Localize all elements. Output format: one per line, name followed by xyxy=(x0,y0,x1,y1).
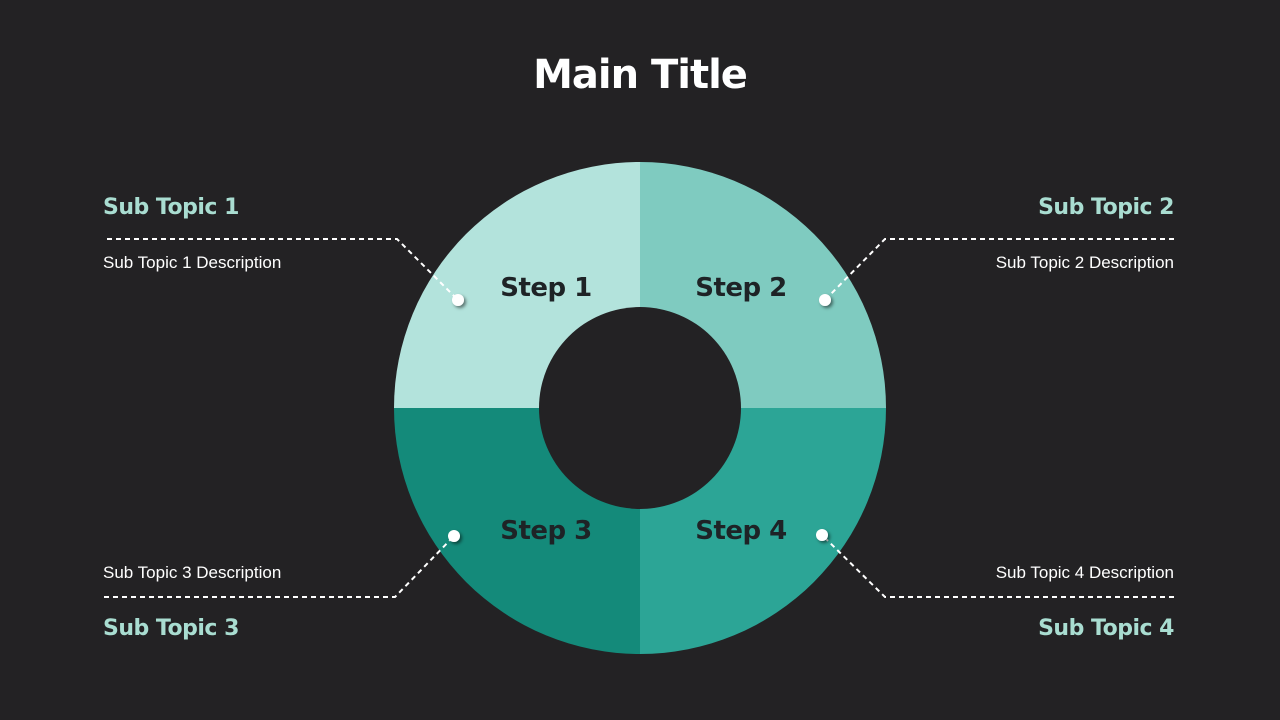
connector-dot-4 xyxy=(816,529,828,541)
sub-topic-4-title: Sub Topic 4 xyxy=(1038,616,1174,641)
donut-hole xyxy=(539,307,741,509)
sub-topic-3-title: Sub Topic 3 xyxy=(103,616,239,641)
sub-topic-2-title: Sub Topic 2 xyxy=(1038,195,1174,220)
sub-topic-2-description: Sub Topic 2 Description xyxy=(995,253,1174,272)
connector-line-4 xyxy=(821,534,1174,598)
connector-line-3 xyxy=(104,535,455,598)
connector-line-2 xyxy=(824,238,1174,301)
connector-dot-2 xyxy=(819,294,831,306)
sub-topic-3-description: Sub Topic 3 Description xyxy=(103,563,282,582)
connector-dot-3 xyxy=(448,530,460,542)
main-title: Main Title xyxy=(533,52,748,98)
connector-line-1 xyxy=(107,238,459,301)
connector-dot-1 xyxy=(452,294,464,306)
sub-topic-1-description: Sub Topic 1 Description xyxy=(103,253,282,272)
step-1-label: Step 1 xyxy=(500,273,592,303)
step-4-label: Step 4 xyxy=(695,516,787,546)
sub-topic-4-description: Sub Topic 4 Description xyxy=(995,563,1174,582)
step-2-label: Step 2 xyxy=(695,273,787,303)
step-3-label: Step 3 xyxy=(500,516,592,546)
sub-topic-1-title: Sub Topic 1 xyxy=(103,195,239,220)
